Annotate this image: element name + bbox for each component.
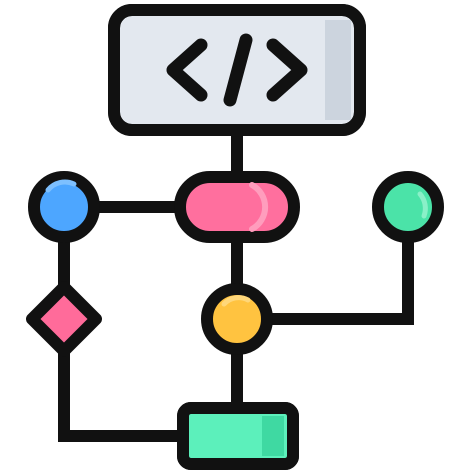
code-screen xyxy=(108,4,366,136)
process-node xyxy=(174,171,300,243)
decision-node-diamond xyxy=(26,281,102,357)
terminal-node xyxy=(177,402,299,470)
start-node-blue xyxy=(28,171,100,243)
right-angle-bracket xyxy=(266,38,308,102)
code-brackets-icon xyxy=(166,33,308,107)
end-node-green xyxy=(372,171,444,243)
junction-node-yellow xyxy=(201,283,273,355)
code-screen-shade xyxy=(325,20,351,120)
line-diamond-to-terminal xyxy=(58,346,189,442)
connector-lines xyxy=(58,124,414,442)
left-angle-bracket xyxy=(166,38,208,102)
line-yellow-to-green xyxy=(260,232,414,325)
slash xyxy=(223,33,253,107)
